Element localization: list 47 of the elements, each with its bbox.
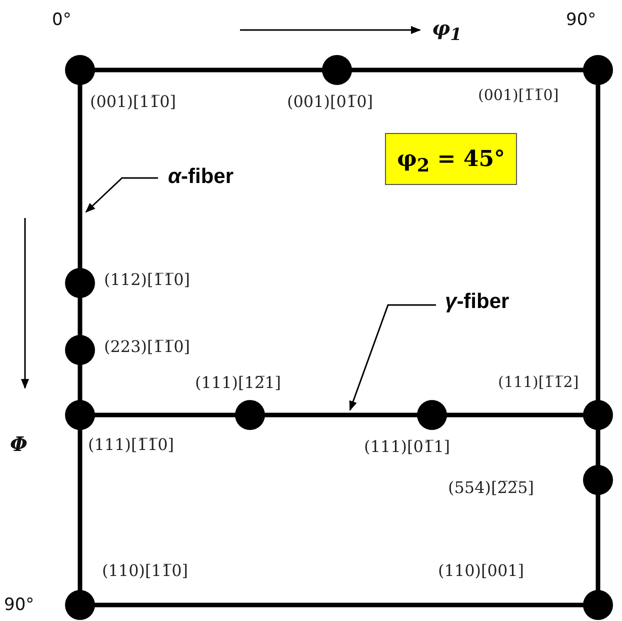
orientation-dot bbox=[235, 400, 265, 430]
orientation-label: (110)[001] bbox=[438, 561, 524, 580]
leader-line bbox=[85, 177, 158, 213]
angle-label: φ$_{2}$ = 45° bbox=[385, 133, 517, 185]
orientation-label: (554)[2̅2̅5] bbox=[448, 478, 534, 497]
orientation-label: (001)[11̅0] bbox=[90, 92, 176, 111]
fiber-line bbox=[596, 494, 600, 591]
fiber-line bbox=[94, 68, 323, 72]
angle-label: 90° bbox=[566, 10, 596, 30]
axis-label: Φ bbox=[10, 432, 28, 456]
orientation-label: (111)[01̅1] bbox=[364, 437, 450, 456]
orientation-label: (111)[1̅1̅2] bbox=[498, 373, 579, 391]
orientation-dot bbox=[65, 335, 95, 365]
orientation-dot bbox=[583, 590, 613, 620]
orientation-dot bbox=[583, 465, 613, 495]
axis-label: φ$_{1}$ bbox=[432, 16, 462, 44]
fiber-line bbox=[78, 84, 82, 269]
orientation-dot bbox=[65, 400, 95, 430]
fiber-line bbox=[596, 84, 600, 401]
fiber-line bbox=[596, 429, 600, 466]
angle-label: 90° bbox=[4, 595, 34, 615]
fiber-line bbox=[78, 297, 82, 336]
orientation-label: (111)[1̅1̅0] bbox=[88, 435, 174, 454]
fiber-line bbox=[446, 412, 584, 418]
fiber-line bbox=[351, 68, 584, 72]
angle-label: 0° bbox=[52, 10, 72, 30]
orientation-dot bbox=[322, 55, 352, 85]
orientation-label: (110)[11̅0] bbox=[102, 561, 188, 580]
fiber-label: α-fiber bbox=[168, 165, 234, 189]
orientation-label: (112)[1̅1̅0] bbox=[104, 270, 190, 289]
fiber-line bbox=[78, 364, 82, 401]
orientation-dot bbox=[417, 400, 447, 430]
orientation-dot bbox=[65, 590, 95, 620]
orientation-dot bbox=[583, 55, 613, 85]
orientation-label: (001)[1̅1̅0] bbox=[478, 86, 559, 104]
fiber-line bbox=[264, 412, 418, 418]
orientation-dot bbox=[65, 268, 95, 298]
orientation-dot bbox=[65, 55, 95, 85]
leader-line bbox=[349, 304, 436, 411]
orientation-label: (223)[1̅1̅0] bbox=[104, 337, 190, 356]
fiber-line bbox=[94, 602, 584, 608]
fiber-label: γ-fiber bbox=[445, 290, 510, 314]
fiber-line bbox=[94, 412, 236, 418]
orientation-dot bbox=[583, 400, 613, 430]
orientation-label: (111)[12̅1] bbox=[195, 373, 282, 392]
orientation-label: (001)[01̅0] bbox=[287, 92, 374, 111]
fiber-line bbox=[78, 429, 82, 591]
